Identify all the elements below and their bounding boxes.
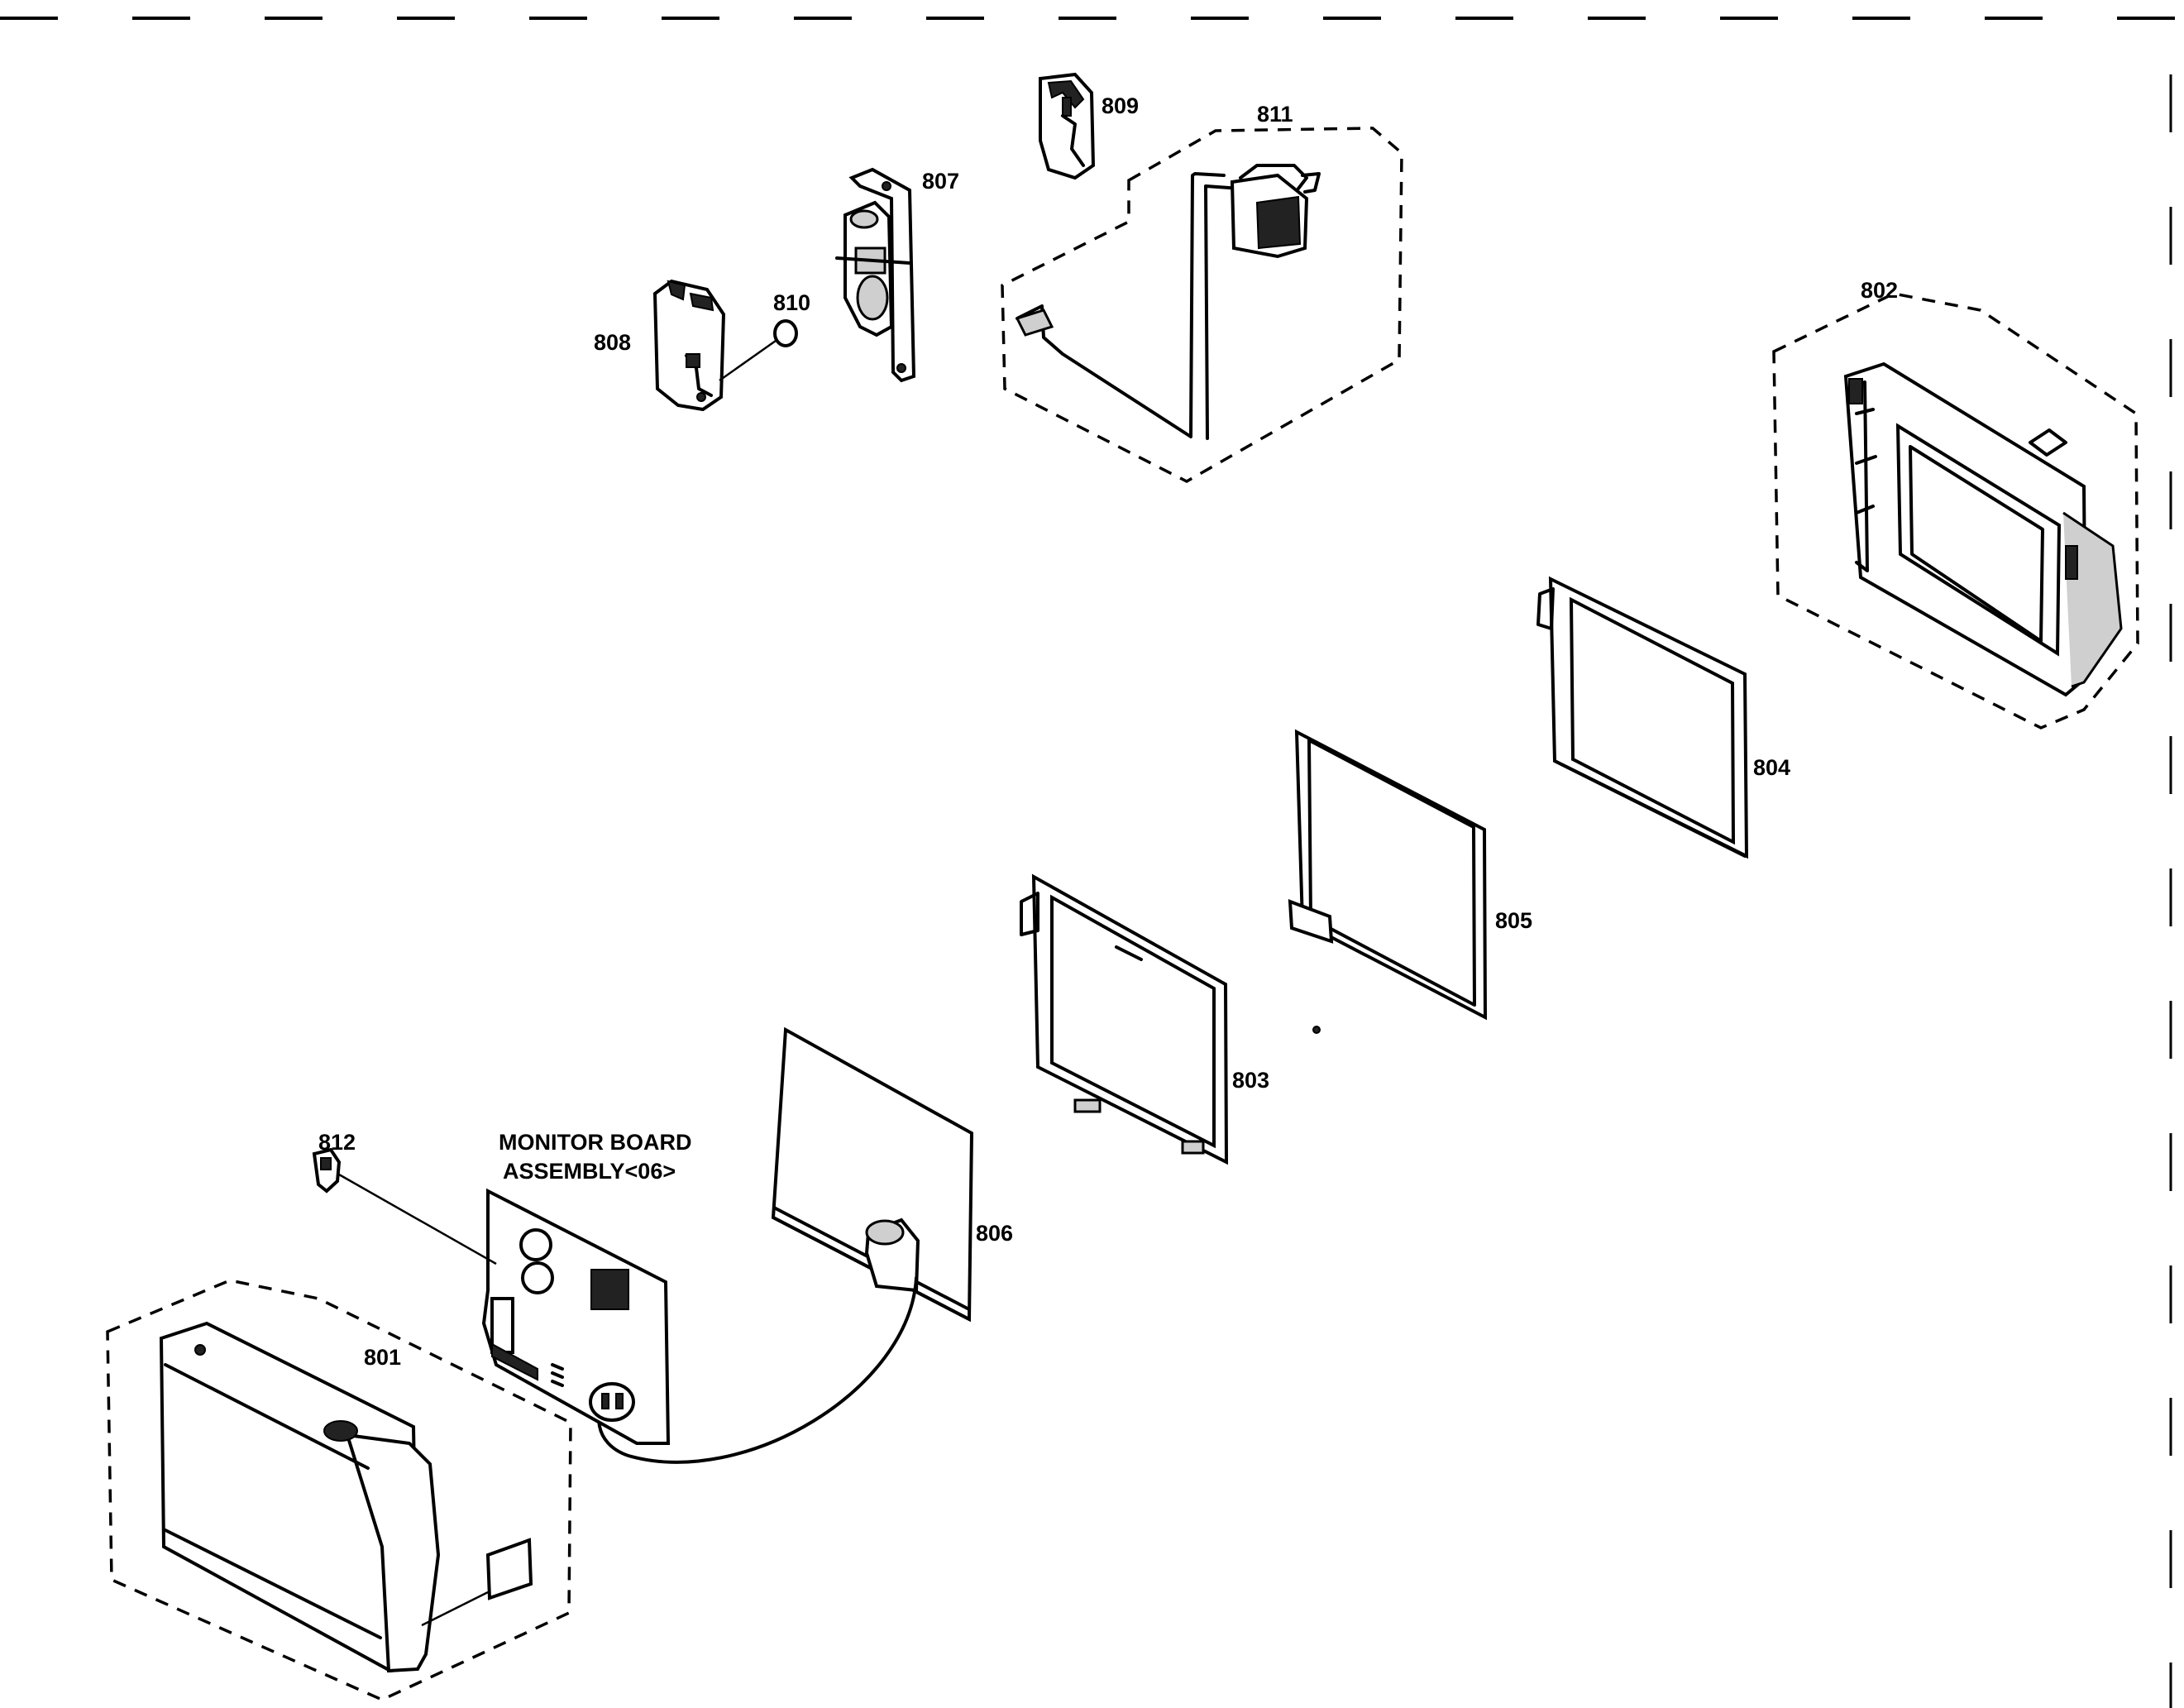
monitor-board-label-line2: ASSEMBLY<06> — [503, 1159, 676, 1184]
label-810: 810 — [773, 290, 810, 315]
monitor-board-label-line1: MONITOR BOARD — [499, 1130, 692, 1155]
label-803: 803 — [1232, 1068, 1269, 1093]
label-804: 804 — [1753, 755, 1790, 780]
part-802-rear-housing — [1772, 292, 2139, 730]
label-812: 812 — [318, 1130, 356, 1155]
part-806-lcd-panel — [597, 1026, 974, 1464]
part-811-flex-cable-group — [1001, 127, 1403, 483]
part-809-latch — [1039, 72, 1096, 180]
part-812-connector — [312, 1147, 497, 1265]
label-801: 801 — [364, 1345, 401, 1370]
part-810-washer — [719, 319, 798, 382]
label-806: 806 — [976, 1221, 1013, 1246]
monitor-board-assembly — [481, 1188, 671, 1445]
label-808: 808 — [594, 330, 631, 355]
part-804-frame — [1536, 576, 1749, 859]
label-802: 802 — [1861, 278, 1898, 303]
part-807-hinge-bracket — [835, 167, 916, 383]
label-809: 809 — [1102, 93, 1139, 118]
part-805-screen-film — [1288, 729, 1488, 1034]
label-811: 811 — [1257, 102, 1293, 127]
part-803-frame — [1020, 873, 1229, 1165]
label-805: 805 — [1495, 908, 1532, 933]
part-801-front-cover — [106, 1279, 572, 1701]
part-808-cover — [652, 279, 726, 412]
label-807: 807 — [922, 169, 959, 194]
